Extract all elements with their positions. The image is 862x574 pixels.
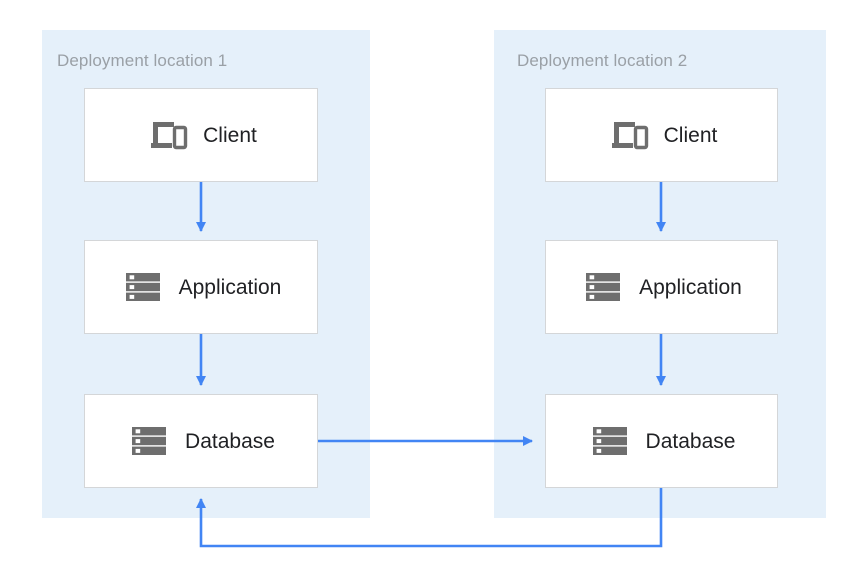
- devices-icon: [145, 113, 189, 157]
- devices-icon: [606, 113, 650, 157]
- node-label-database-1: Database: [185, 429, 275, 453]
- server-icon: [127, 419, 171, 463]
- node-client-2[interactable]: Client: [545, 88, 778, 182]
- node-label-application-2: Application: [639, 275, 742, 299]
- node-database-2[interactable]: Database: [545, 394, 778, 488]
- node-application-1[interactable]: Application: [84, 240, 318, 334]
- node-label-client-2: Client: [663, 123, 718, 147]
- region-title-2: Deployment location 2: [517, 51, 688, 70]
- server-icon: [588, 419, 632, 463]
- node-database-1[interactable]: Database: [84, 394, 318, 488]
- server-icon: [121, 265, 165, 309]
- node-label-application-1: Application: [178, 275, 282, 299]
- node-client-1[interactable]: Client: [84, 88, 318, 182]
- region-title-1: Deployment location 1: [57, 51, 228, 70]
- server-icon: [581, 265, 625, 309]
- node-application-2[interactable]: Application: [545, 240, 778, 334]
- node-label-database-2: Database: [645, 429, 736, 453]
- node-label-client-1: Client: [203, 123, 257, 147]
